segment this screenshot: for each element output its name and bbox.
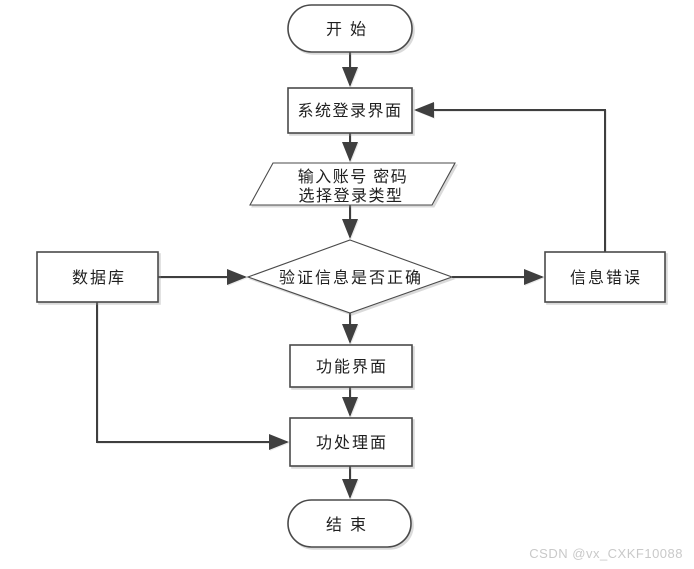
login-label: 系统登录界面 [297,102,402,120]
input-label-line2: 选择登录类型 [298,187,403,205]
input-label-line1: 输入账号 密码 [298,168,409,186]
node-database: 数据库 [36,251,159,303]
database-label: 数据库 [72,269,126,287]
start-label: 开始 [326,21,374,39]
node-login-screen: 系统登录界面 [287,87,413,134]
processing-process-shape [289,417,413,467]
function-label: 功能界面 [316,358,388,376]
decision-diamond-shape [246,239,454,314]
input-data-shape [249,162,456,206]
node-verify-decision: 验证信息是否正确 [246,239,454,314]
login-process-shape [287,87,413,134]
node-end: 结束 [287,499,412,548]
node-start: 开始 [287,4,413,53]
end-terminator-shape [287,499,412,548]
error-label: 信息错误 [570,269,642,287]
function-process-shape [289,344,413,388]
decision-label: 验证信息是否正确 [279,269,423,287]
node-info-error: 信息错误 [544,251,666,303]
edge-database-to-process [96,302,289,450]
error-process-shape [544,251,666,303]
start-terminator-shape [287,4,413,53]
processing-label: 功处理面 [316,434,388,452]
database-process-shape [36,251,159,303]
end-label: 结束 [326,516,374,534]
node-input-credentials: 输入账号 密码 选择登录类型 [249,162,456,206]
node-function-interface: 功能界面 [289,344,413,388]
edge-error-to-login [414,102,606,252]
node-processing-screen: 功处理面 [289,417,413,467]
csdn-watermark: CSDN @vx_CXKF10088 [529,546,683,561]
